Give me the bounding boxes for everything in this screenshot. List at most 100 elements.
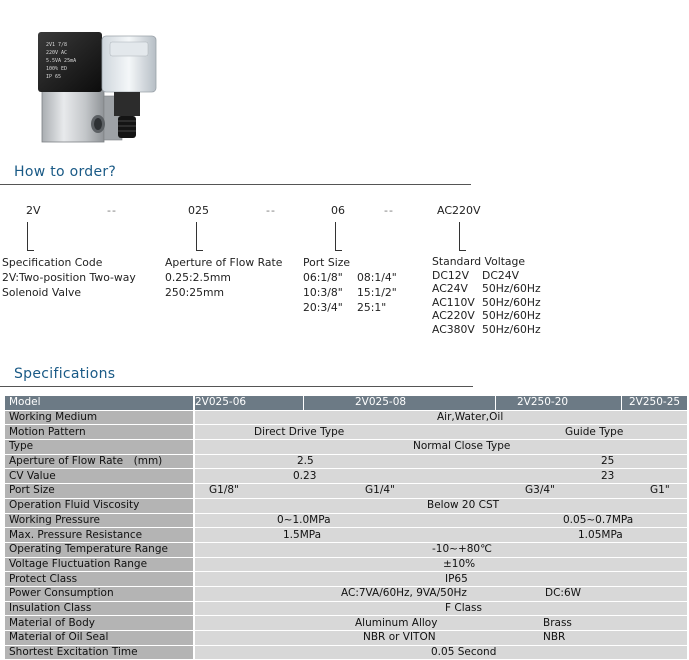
specifications-title: Specifications	[14, 366, 116, 382]
header-model: 2V250-20	[517, 396, 569, 409]
row-value: Below 20 CST	[427, 499, 500, 512]
desc-line: 0.25:2.5mm	[165, 271, 231, 284]
desc-line: Specification Code	[2, 256, 103, 269]
port-option: 20:3/4"	[303, 301, 343, 314]
row-label: Max. Pressure Resistance	[5, 527, 195, 543]
row-label: Material of Oil Seal	[5, 630, 195, 646]
code-part-series: 2V	[26, 204, 41, 217]
row-value: 0.05 Second	[431, 646, 497, 659]
table-row: Operation Fluid Viscosity Below 20 CST	[5, 498, 687, 514]
desc-line: Solenoid Valve	[2, 286, 82, 299]
code-part-voltage: AC220V	[437, 204, 481, 217]
voltage-frequency: 50Hz/60Hz	[482, 295, 541, 309]
how-to-order-title: How to order?	[14, 164, 117, 180]
table-row: Max. Pressure Resistance 1.5MPa 1.05MPa	[5, 527, 687, 543]
port-option: 06:1/8"	[303, 271, 343, 284]
row-value: NBR	[543, 631, 566, 644]
code-dash: --	[384, 204, 394, 217]
voltage-option: AC380V	[432, 322, 475, 336]
header-model-label: Model	[5, 396, 195, 411]
row-value: Aluminum Alloy	[355, 616, 438, 629]
header-model: 2V025-06	[195, 396, 247, 409]
table-row: CV Value 0.23 23	[5, 468, 687, 485]
section-divider	[0, 184, 471, 185]
row-label: Protect Class	[5, 571, 195, 587]
row-label: Shortest Excitation Time	[5, 645, 195, 660]
voltage-option: DC12V	[432, 268, 469, 282]
port-size-description: Port Size 06:1/8"08:1/4" 10:3/8"15:1/2" …	[303, 255, 397, 315]
row-label: Operating Temperature Range	[5, 542, 195, 558]
header-model: 2V250-25	[629, 396, 681, 409]
row-label: CV Value	[5, 468, 195, 485]
row-value: Guide Type	[565, 425, 624, 438]
row-value: NBR or VITON	[363, 631, 436, 644]
row-value: IP65	[445, 572, 468, 585]
table-row: Motion Pattern Direct Drive Type Guide T…	[5, 424, 687, 441]
voltage-option: AC24V	[432, 282, 468, 295]
table-row: Port Size G1/8" G1/4" G3/4" G1"	[5, 483, 687, 499]
table-row: Voltage Fluctuation Range ±10%	[5, 557, 687, 573]
aperture-description: Aperture of Flow Rate 0.25:2.5mm 250:25m…	[165, 255, 282, 300]
row-value: Air,Water,Oil	[437, 411, 504, 424]
header-model: 2V025-08	[355, 396, 407, 409]
voltage-frequency: 50Hz/60Hz	[482, 282, 541, 295]
bracket-line	[335, 222, 342, 251]
row-label: Working Pressure	[5, 513, 195, 529]
port-option: 25:1"	[357, 301, 387, 314]
port-option: 15:1/2"	[357, 286, 397, 299]
header-separator	[495, 396, 496, 410]
row-value: 23	[601, 469, 615, 482]
voltage-frequency: DC24V	[482, 268, 519, 282]
row-value: F Class	[445, 601, 483, 614]
row-label: Insulation Class	[5, 601, 195, 617]
row-value: 1.5MPa	[283, 528, 322, 541]
row-value: 0~1.0MPa	[277, 513, 331, 526]
row-value: Normal Close Type	[413, 440, 511, 453]
coil-label-line: 5.5VA 25mA	[46, 58, 76, 64]
table-row: Operating Temperature Range -10~+80℃	[5, 542, 687, 558]
row-value: G1"	[650, 484, 670, 497]
row-value: ±10%	[443, 557, 476, 570]
port-option: 08:1/4"	[357, 271, 397, 284]
voltage-frequency: 50Hz/60Hz	[482, 322, 541, 336]
row-value: G3/4"	[525, 484, 555, 497]
specifications-table: Model 2V025-06 2V025-08 2V250-20 2V250-2…	[5, 396, 687, 660]
bracket-line	[459, 222, 466, 251]
desc-line: Standard Voltage	[432, 255, 526, 268]
table-row: Working Medium Air,Water,Oil	[5, 410, 687, 426]
voltage-frequency: 50Hz/60Hz	[482, 309, 541, 322]
port-option: 10:3/8"	[303, 286, 343, 299]
row-value: -10~+80℃	[432, 543, 492, 556]
row-label: Working Medium	[5, 410, 195, 426]
row-label: Type	[5, 439, 195, 455]
coil-label-line: 100% ED	[46, 66, 67, 72]
row-value: G1/8"	[209, 484, 239, 497]
table-row: Material of Body Aluminum Alloy Brass	[5, 615, 687, 631]
desc-line: Aperture of Flow Rate	[165, 256, 283, 269]
solenoid-valve-icon: 2V1 7/8 220V AC 5.5VA 25mA 100% ED IP 65	[38, 32, 157, 143]
coil-label-line: 220V AC	[46, 50, 67, 56]
row-value: G1/4"	[365, 484, 395, 497]
header-separator	[303, 396, 304, 410]
desc-line: Port Size	[303, 256, 350, 269]
table-row: Aperture of Flow Rate (mm) 2.5 25	[5, 454, 687, 470]
row-value: Brass	[543, 616, 572, 629]
row-value: 0.23	[293, 469, 317, 482]
voltage-option: AC110V	[432, 295, 475, 309]
table-row: Insulation Class F Class	[5, 601, 687, 617]
section-divider	[0, 386, 473, 387]
row-label: Aperture of Flow Rate (mm)	[5, 454, 195, 470]
desc-line: 250:25mm	[165, 286, 225, 299]
bracket-line	[27, 222, 34, 251]
row-label: Voltage Fluctuation Range	[5, 557, 195, 573]
table-row: Shortest Excitation Time 0.05 Second	[5, 645, 687, 660]
row-value: 0.05~0.7MPa	[563, 513, 634, 526]
row-value: DC:6W	[545, 587, 582, 600]
code-dash: --	[107, 204, 117, 217]
coil-label-line: 2V1 7/8	[46, 42, 67, 48]
table-row: Material of Oil Seal NBR or VITON NBR	[5, 630, 687, 646]
header-separator	[621, 396, 622, 410]
row-label: Port Size	[5, 483, 195, 499]
table-row: Working Pressure 0~1.0MPa 0.05~0.7MPa	[5, 513, 687, 529]
coil-label-line: IP 65	[46, 74, 61, 80]
